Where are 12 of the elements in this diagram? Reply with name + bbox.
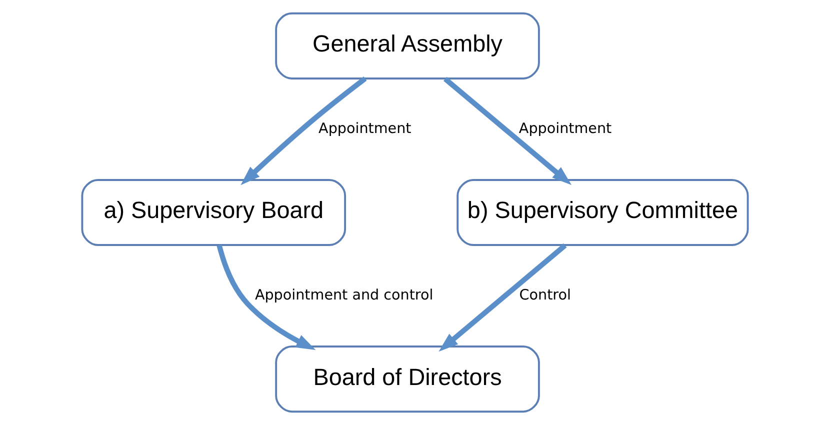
arrow xyxy=(438,243,566,352)
node-box: a) Supervisory Board xyxy=(80,179,346,246)
edge-label: Appointment xyxy=(318,120,411,137)
arrow xyxy=(216,244,316,350)
edge-label: Appointment xyxy=(518,120,612,137)
node-box: General Assembly xyxy=(274,12,540,80)
node-box: Board of Directors xyxy=(274,346,540,413)
edge-label: Appointment and control xyxy=(254,287,433,304)
arrow xyxy=(240,76,366,186)
arrow xyxy=(442,76,572,186)
node-box: b) Supervisory Committee xyxy=(456,179,748,246)
edge-label: Control xyxy=(518,287,570,304)
